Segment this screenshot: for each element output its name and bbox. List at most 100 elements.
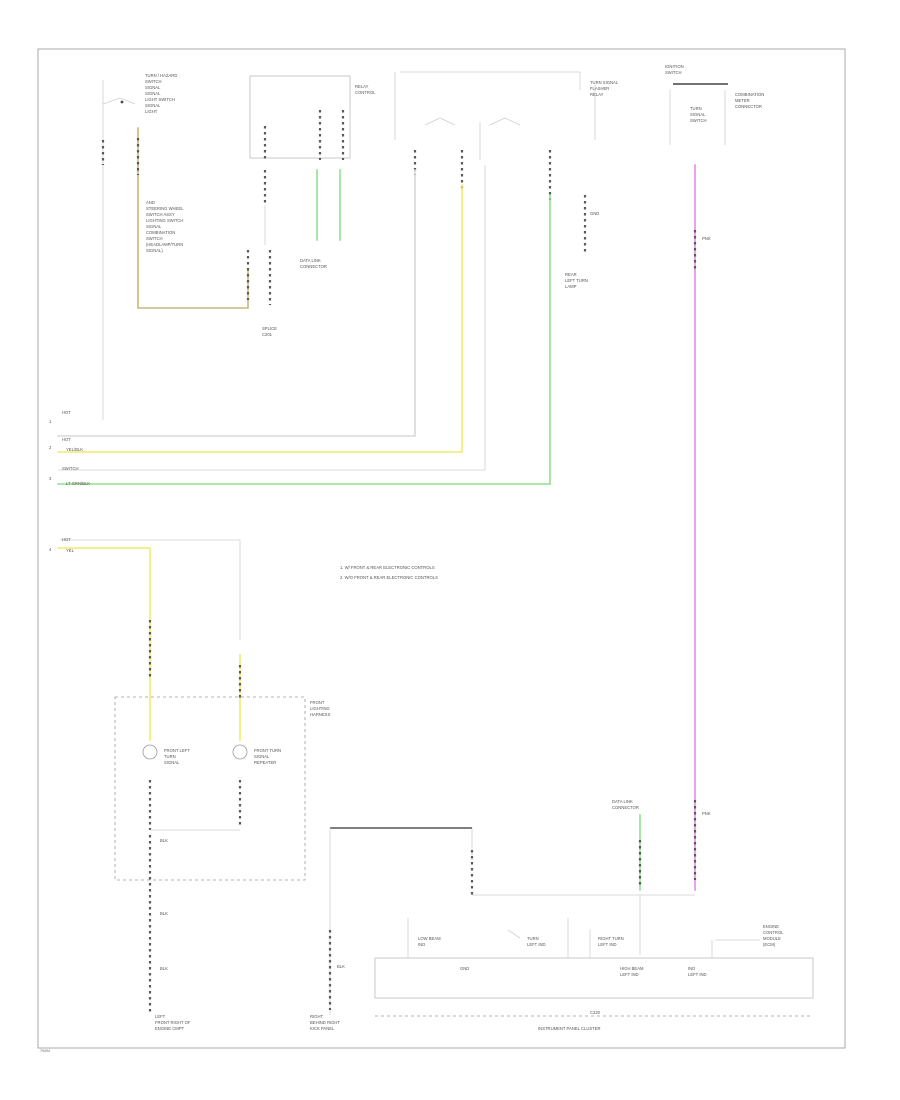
diagram-label: LEFT: [155, 1014, 166, 1019]
diagram-label: IND: [418, 942, 425, 947]
diagram-label: LEFT IND: [688, 972, 707, 977]
diagram-label: COMBINATION: [735, 92, 764, 97]
diagram-label: LIGHT SWITCH: [145, 97, 175, 102]
diagram-label: SWITCH ASSY: [146, 212, 175, 217]
front-left-lamp-icon: [142, 744, 158, 760]
diagram-label: SWITCH: [62, 466, 79, 471]
harness-wires: HOT 1 HOT 2 YEL/BLK SWITCH 3 LT GRN/BLK: [49, 165, 551, 486]
diagram-label: PNK: [702, 236, 711, 241]
diagram-label: RIGHT: [310, 1014, 323, 1019]
diagram-label: IND: [688, 966, 695, 971]
diagram-label: BLK: [160, 966, 168, 971]
diagram-label: LEFT IND: [598, 942, 617, 947]
diagram-label: 1: [49, 419, 52, 424]
diagram-label: GND: [460, 966, 469, 971]
diagram-label: HOT: [62, 410, 71, 415]
diagram-label: TURN: [527, 936, 539, 941]
yellow-wire-front: [57, 547, 151, 741]
diagram-label: CONNECTOR: [735, 104, 762, 109]
tan-wire: [137, 127, 249, 309]
diagram-label: 4: [49, 547, 52, 552]
diagram-label: INSTRUMENT PANEL CLUSTER: [538, 1026, 601, 1031]
diagram-label: LT GRN/BLK: [66, 481, 90, 486]
diagram-label: CONTROL: [355, 90, 376, 95]
diagram-label: SIGNAL: [145, 103, 161, 108]
diagram-label: 2: [49, 445, 52, 450]
diagram-label: DATA LINK: [300, 258, 321, 263]
diagram-label: LOW BEAM: [418, 936, 441, 941]
diagram-label: CONNECTOR: [612, 805, 639, 810]
diagram-label: CONTROL: [763, 930, 784, 935]
meter-connector-group: IGNITION SWITCH TURN SIGNAL SWITCH COMBI…: [665, 64, 764, 891]
diagram-label: TURN / HAZARD: [145, 73, 177, 78]
diagram-label: LIGHTING: [310, 706, 330, 711]
diagram-frame: [37, 48, 846, 1049]
diagram-label: SWITCH: [665, 70, 682, 75]
turn-hazard-switch-group: TURN / HAZARD SWITCH SIGNAL SIGNAL LIGHT…: [101, 73, 250, 420]
diagram-label: HARNESS: [310, 712, 330, 717]
diagram-label: RIGHT TURN: [598, 936, 624, 941]
diagram-label: COMBINATION: [146, 230, 175, 235]
diagram-label: 3: [49, 476, 52, 481]
diagram-label: METER: [735, 98, 750, 103]
diagram-label: 2. W/O FRONT & REAR ELECTRONIC CONTROLS: [340, 575, 438, 580]
diagram-label: RELAY: [590, 92, 604, 97]
diagram-label: DATA LINK: [612, 799, 633, 804]
diagram-label: SWITCH: [146, 236, 163, 241]
diagram-label: (ECM): [763, 942, 776, 947]
diagram-label: SIGNAL: [145, 85, 161, 90]
diagram-label: (HEADLAMP/TURN: [146, 242, 183, 247]
diagram-label: CONNECTOR: [300, 264, 327, 269]
diagram-label: SIGNAL: [254, 754, 270, 759]
diagram-label: C201: [262, 332, 273, 337]
diagram-label: FRONT TURN: [254, 748, 281, 753]
diagram-label: HOT: [62, 537, 71, 542]
diagram-label: 1. W/ FRONT & REAR ELECTRONIC CONTROLS: [340, 565, 435, 570]
diagram-label: GND: [590, 211, 599, 216]
diagram-label: LIGHTING SWITCH: [146, 218, 183, 223]
diagram-label: AND: [146, 200, 155, 205]
diagram-label: SIGNAL: [146, 224, 162, 229]
diagram-label: YEL/BLK: [66, 447, 83, 452]
diagram-label: REAR: [565, 272, 577, 277]
diagram-label: HOT: [62, 437, 71, 442]
diagram-label: TURN SIGNAL: [590, 80, 619, 85]
instrument-cluster-group: BLK RIGHT BEHIND RIGHT KICK PANEL DATA L…: [310, 799, 814, 1031]
diagram-label: BLK: [337, 964, 345, 969]
diagram-label: SPLICE: [262, 326, 277, 331]
diagram-label: BLK: [160, 838, 168, 843]
diagram-label: HIGH BEAM: [620, 966, 644, 971]
diagram-label: SIGNAL: [164, 760, 180, 765]
diagram-label: TURN: [690, 106, 702, 111]
diagram-label: 79494: [40, 1049, 50, 1053]
diagram-label: FRONT RIGHT OF: [155, 1020, 191, 1025]
diagram-label: KICK PANEL: [310, 1026, 335, 1031]
diagram-label: MODULE: [763, 936, 781, 941]
splice-box: SPLICE C201 RELAY CONTROL DATA LINK CONN…: [249, 75, 376, 337]
diagram-label: IGNITION: [665, 64, 684, 69]
diagram-label: C220: [590, 1010, 601, 1015]
front-lamp-group: HOT 4 YEL FRONT LIGHTING HARNESS FRONT L…: [49, 537, 330, 1031]
diagram-label: LAMP: [565, 284, 577, 289]
diagram-label: TURN: [164, 754, 176, 759]
diagram-label: REPEATER: [254, 760, 276, 765]
diagram-label: YEL: [66, 548, 75, 553]
diagram-label: BLK: [160, 911, 168, 916]
diagram-label: SWITCH: [690, 118, 707, 123]
diagram-label: LEFT IND: [527, 942, 546, 947]
diagram-label: SIGNAL: [690, 112, 706, 117]
diagram-label: SWITCH: [145, 79, 162, 84]
diagram-label: FLASHER: [590, 86, 609, 91]
diagram-label: STEERING WHEEL: [146, 206, 184, 211]
diagram-label: ENGINE CMPT: [155, 1026, 185, 1031]
diagram-label: BEHIND RIGHT: [310, 1020, 340, 1025]
diagram-label: RELAY: [355, 84, 369, 89]
diagram-label: FRONT: [310, 700, 325, 705]
diagram-label: ENGINE: [763, 924, 779, 929]
turn-flasher-group: TURN SIGNAL FLASHER RELAY GND REAR LEFT …: [394, 71, 619, 289]
diagram-label: LEFT TURN: [565, 278, 588, 283]
diagram-label: SIGNAL: [145, 91, 161, 96]
diagram-label: SIGNAL): [146, 248, 163, 253]
diagram-label: FRONT LEFT: [164, 748, 190, 753]
